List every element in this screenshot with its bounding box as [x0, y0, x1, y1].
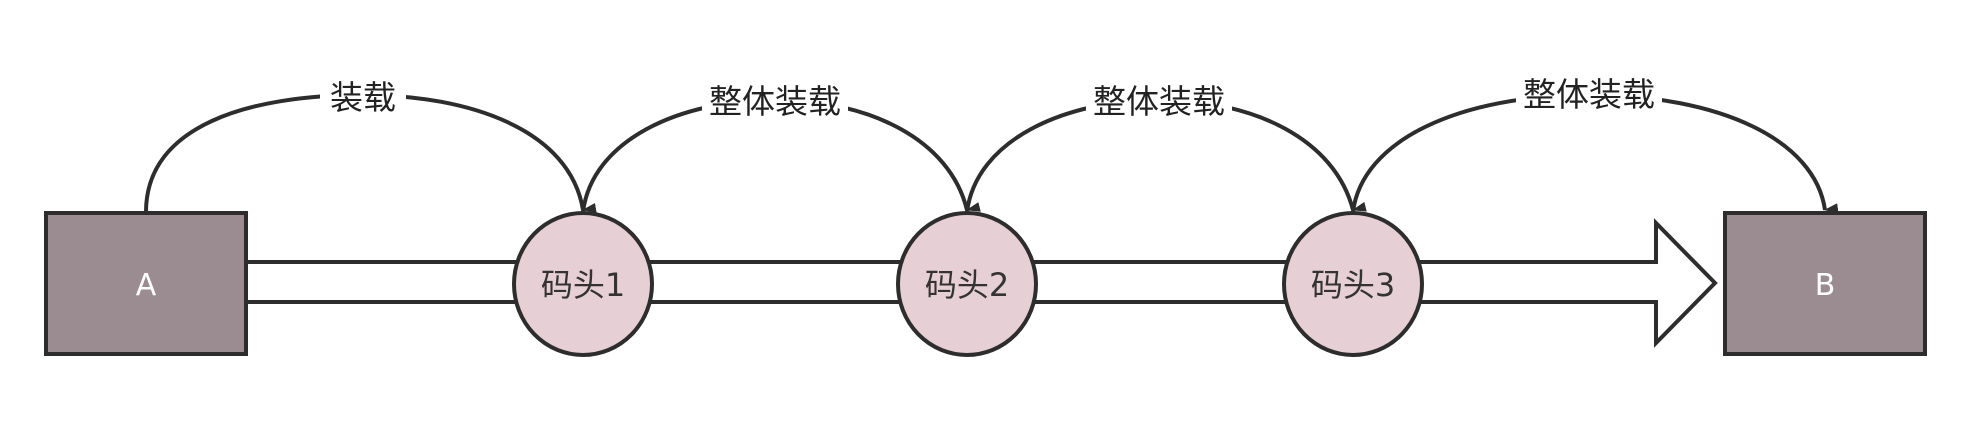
node-a-label: A — [136, 268, 157, 303]
edge-label: 整体装载 — [1093, 82, 1225, 121]
node-dock2 — [896, 211, 1038, 357]
node-dock1 — [512, 211, 654, 357]
node-b-label: B — [1815, 268, 1836, 303]
node-dock2-label: 码头2 — [925, 266, 1009, 304]
node-dock3-label: 码头3 — [1311, 266, 1395, 304]
edge-label: 整体装载 — [1523, 75, 1655, 114]
edge-label: 整体装载 — [709, 82, 841, 121]
node-a — [44, 211, 248, 356]
node-dock3 — [1282, 211, 1424, 357]
edge-label: 装载 — [330, 78, 396, 117]
node-dock1-label: 码头1 — [541, 266, 625, 304]
node-b — [1723, 211, 1927, 356]
